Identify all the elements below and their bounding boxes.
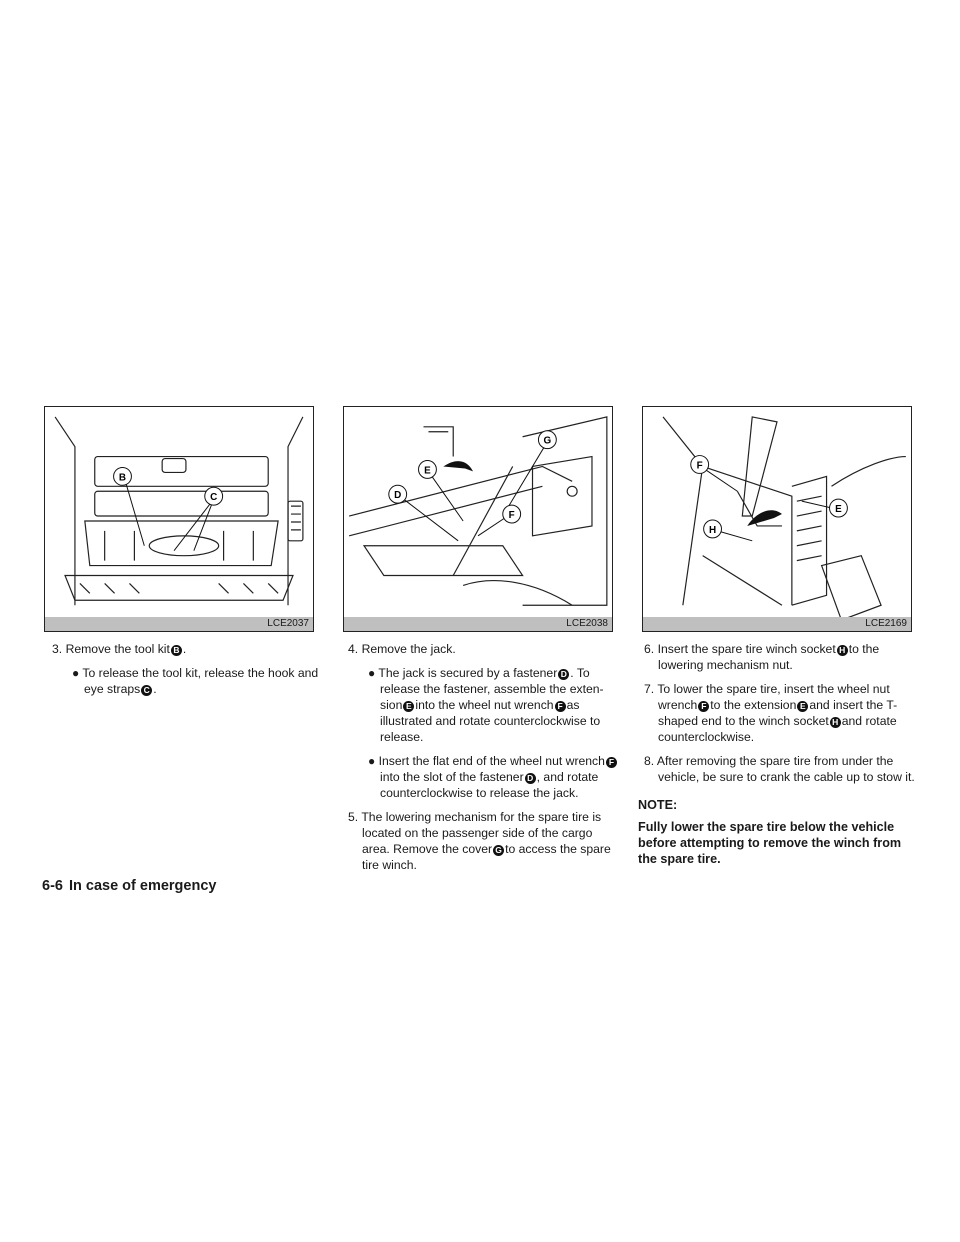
ref-d-icon: D	[524, 773, 536, 784]
note-heading: NOTE:	[638, 798, 678, 812]
ref-f-icon: F	[554, 701, 566, 712]
rotation-arrow-icon	[443, 461, 474, 472]
callout-e-icon: E	[418, 460, 437, 479]
tool-kit-illustration: B C	[54, 416, 304, 606]
page-number: 6-6	[42, 878, 63, 894]
note-body: Fully lower the spare tire below the veh…	[638, 820, 902, 866]
callout-e-icon: E	[829, 498, 848, 518]
ref-b-icon: B	[170, 645, 182, 656]
svg-text:H: H	[709, 525, 716, 536]
svg-text:F: F	[509, 510, 515, 521]
step-5: 5. The lowering mechanism for the spare …	[348, 810, 611, 872]
step-7: 7. To lower the spare tire, insert the w…	[644, 682, 898, 744]
callout-g-icon: G	[537, 430, 557, 450]
ref-g-icon: G	[493, 845, 505, 856]
ref-h-icon: H	[829, 717, 841, 728]
svg-text:E: E	[424, 465, 431, 476]
figure-code: LCE2038	[344, 617, 612, 631]
step-4: 4. Remove the jack.	[348, 642, 456, 656]
ref-f-icon: F	[605, 757, 617, 768]
step-8: 8. After removing the spare tire from un…	[644, 754, 915, 784]
figure-code: LCE2169	[643, 617, 911, 631]
ref-e-icon: E	[403, 701, 415, 712]
svg-text:G: G	[544, 436, 552, 447]
figure-code: LCE2037	[45, 617, 313, 631]
figure-winch-socket: F E H LCE2169	[642, 406, 912, 632]
step-3-bullet: ● To release the tool kit, release the h…	[72, 666, 319, 696]
ref-h-icon: H	[836, 645, 848, 656]
winch-socket-illustration: F E H	[662, 416, 906, 621]
rotation-arrow-icon	[747, 510, 782, 526]
ref-e-icon: E	[797, 701, 809, 712]
callout-c-icon: C	[204, 486, 224, 506]
svg-text:E: E	[835, 504, 842, 515]
ref-d-icon: D	[558, 669, 570, 680]
svg-text:C: C	[210, 492, 217, 503]
svg-text:B: B	[119, 472, 126, 483]
callout-f-icon: F	[502, 504, 522, 524]
figure-jack-removal: E G D F LCE2038	[343, 406, 613, 632]
step-4-bullet-2: ● Insert the flat end of the wheel nut w…	[342, 753, 620, 801]
callout-f-icon: F	[690, 455, 710, 474]
svg-text:F: F	[697, 460, 703, 471]
ref-f-icon: F	[698, 701, 710, 712]
ref-c-icon: C	[141, 685, 153, 696]
figure-tool-kit: B C LCE2037	[44, 406, 314, 632]
jack-removal-illustration: E G D F	[349, 416, 608, 606]
page-footer: 6-6 In case of emergency	[42, 878, 216, 894]
column-2: 4. Remove the jack. ● The jack is secure…	[342, 641, 620, 881]
callout-b-icon: B	[113, 466, 132, 486]
svg-text:D: D	[394, 490, 401, 501]
callout-h-icon: H	[703, 519, 722, 539]
section-title: In case of emergency	[68, 878, 217, 894]
callout-d-icon: D	[388, 484, 408, 504]
